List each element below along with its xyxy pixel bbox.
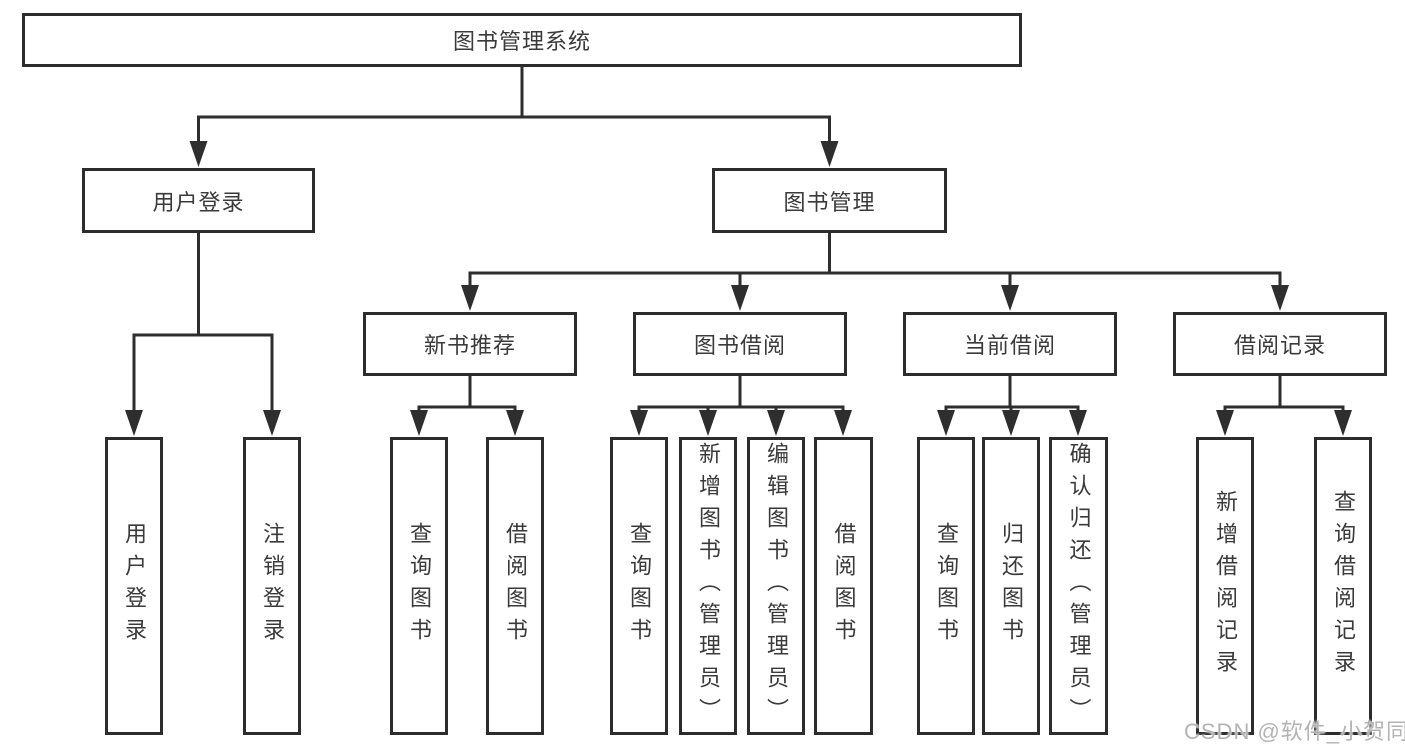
leaf-current-query-books-label: 查询图书	[934, 522, 959, 650]
node-current-borrowing-label: 当前借阅	[963, 333, 1056, 358]
leaf-borrow-borrow-books: 借阅图书	[814, 437, 873, 735]
leaf-logout-label: 注销登录	[260, 522, 285, 650]
leaf-new-book-borrow: 借阅图书	[486, 437, 544, 735]
node-book-borrowing-label: 图书借阅	[693, 333, 786, 358]
leaf-user-login: 用户登录	[105, 437, 163, 735]
leaf-borrow-edit-books-label: 编辑图书（管理员）	[764, 442, 789, 730]
leaf-record-add-label: 新增借阅记录	[1213, 490, 1238, 682]
arrowheads-level3	[461, 285, 1289, 311]
leaf-new-book-query-label: 查询图书	[407, 522, 432, 650]
node-root-label: 图书管理系统	[452, 29, 591, 54]
node-book-borrowing: 图书借阅	[633, 312, 847, 376]
leaf-borrow-query-books: 查询图书	[610, 437, 668, 735]
node-root: 图书管理系统	[22, 13, 1022, 67]
leaf-user-login-label: 用户登录	[122, 522, 147, 650]
leaf-record-query-label: 查询借阅记录	[1331, 490, 1356, 682]
connector-root-to-level2	[197, 66, 831, 146]
leaf-record-query: 查询借阅记录	[1314, 437, 1372, 735]
arrowheads-user-login-leaves	[125, 410, 281, 436]
node-book-management: 图书管理	[712, 168, 947, 233]
leaf-new-book-borrow-label: 借阅图书	[503, 522, 528, 650]
connector-book-borrowing-to-leaves	[637, 376, 845, 414]
node-book-management-label: 图书管理	[783, 189, 876, 215]
node-new-book-recommend-label: 新书推荐	[423, 333, 516, 358]
connector-new-book-to-leaves	[417, 376, 517, 414]
leaf-borrow-add-books-label: 新增图书（管理员）	[696, 442, 721, 730]
arrowheads-level2	[189, 141, 839, 167]
node-current-borrowing: 当前借阅	[903, 312, 1117, 376]
leaf-current-query-books: 查询图书	[917, 437, 975, 735]
connector-book-management-to-level3	[468, 233, 1282, 290]
node-borrowing-records: 借阅记录	[1173, 312, 1387, 376]
arrowheads-leaves	[410, 410, 1352, 436]
leaf-borrow-query-books-label: 查询图书	[627, 522, 652, 650]
node-borrowing-records-label: 借阅记录	[1233, 333, 1326, 358]
leaf-current-return-books-label: 归还图书	[999, 522, 1024, 650]
leaf-current-return-books: 归还图书	[982, 437, 1040, 735]
leaf-current-confirm-return-label: 确认归还（管理员）	[1066, 442, 1092, 730]
csdn-watermark: CSDN @软件_小贺同学	[1184, 719, 1405, 744]
node-user-login-label: 用户登录	[152, 189, 245, 215]
connector-user-login-to-leaves	[132, 233, 274, 414]
leaf-new-book-query: 查询图书	[390, 437, 448, 735]
leaf-logout: 注销登录	[243, 437, 301, 735]
leaf-borrow-borrow-books-label: 借阅图书	[831, 522, 857, 650]
leaf-current-confirm-return: 确认归还（管理员）	[1049, 437, 1108, 735]
leaf-record-add: 新增借阅记录	[1196, 437, 1254, 735]
node-new-book-recommend: 新书推荐	[363, 312, 577, 376]
leaf-borrow-edit-books: 编辑图书（管理员）	[747, 437, 805, 735]
leaf-borrow-add-books: 新增图书（管理员）	[679, 437, 737, 735]
connector-borrowing-records-to-leaves	[1223, 376, 1345, 414]
connector-current-borrowing-to-leaves	[944, 376, 1080, 414]
node-user-login: 用户登录	[82, 168, 315, 233]
